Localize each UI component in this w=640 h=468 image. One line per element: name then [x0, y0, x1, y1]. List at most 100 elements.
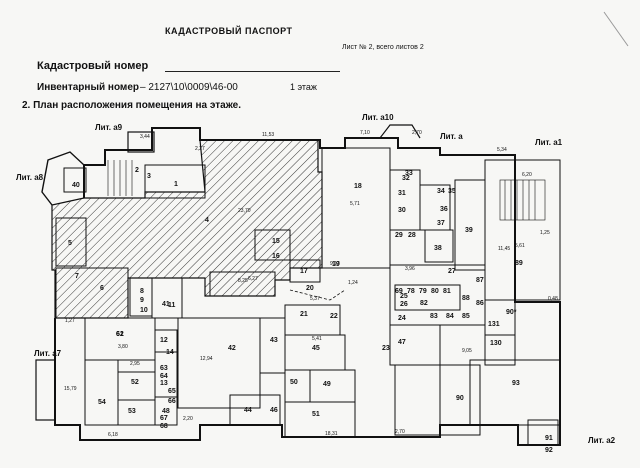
- room-number: 88: [462, 295, 470, 302]
- room-number: 32: [402, 175, 410, 182]
- dimension-label: 9,05: [462, 348, 472, 354]
- room-40-box: [63, 167, 87, 193]
- outer-wall: [54, 127, 561, 446]
- room-number: 93: [512, 380, 520, 387]
- dimension-label: 1,27: [65, 318, 75, 324]
- annex-label-a: Лит. а: [440, 132, 463, 141]
- dashed-boundary: [289, 289, 346, 301]
- room-number: 2: [135, 167, 139, 174]
- room-number: 51: [312, 411, 320, 418]
- room-number: 40: [72, 182, 80, 189]
- cadastral-number-label: Кадастровый номер: [37, 60, 149, 72]
- room-number: 3: [147, 173, 151, 180]
- room-number: 30: [398, 207, 406, 214]
- hatched-area: [51, 139, 323, 319]
- room-number: 15: [272, 238, 280, 245]
- room-number: 34: [437, 188, 445, 195]
- dimension-label: 2,20: [183, 416, 193, 422]
- dimension-label: 2,95: [130, 361, 140, 367]
- room-number: 25: [400, 293, 408, 300]
- room-number: 41: [162, 301, 170, 308]
- room-number: 17: [300, 268, 308, 275]
- room-number: 52: [131, 379, 139, 386]
- dimension-label: 11,45: [498, 246, 510, 252]
- room-number: 80: [431, 288, 439, 295]
- annex-label-a7: Лит. а7: [34, 349, 62, 358]
- room-number: 79: [419, 288, 427, 295]
- room-number: 61: [116, 331, 124, 338]
- dimension-label: 12,94: [200, 356, 213, 362]
- room-number: 29: [395, 232, 403, 239]
- room-number: 78: [407, 288, 415, 295]
- room-number: 89: [515, 260, 523, 267]
- annex-label-a9: Лит. а9: [95, 123, 123, 132]
- section-heading: 2. План расположения помещения на этаже.: [22, 100, 241, 111]
- room-number: 54: [98, 399, 106, 406]
- cadastral-number-line: [165, 71, 340, 72]
- room-number: 53: [128, 408, 136, 415]
- room-1-box: [144, 164, 206, 199]
- room-number: 62: [116, 331, 124, 338]
- room-number: 90: [456, 395, 464, 402]
- annex-label-a8: Лит. а8: [16, 173, 44, 182]
- room-number: 87: [476, 277, 484, 284]
- room-number: 46: [270, 407, 278, 414]
- room-number: 68: [160, 423, 168, 430]
- room-number: 66: [168, 398, 176, 405]
- room-number: 8: [140, 288, 144, 295]
- room-number: 12: [160, 337, 168, 344]
- room-number: 14: [166, 349, 174, 356]
- room-number: 37: [437, 220, 445, 227]
- dimension-label: 1,24: [348, 280, 358, 286]
- room-number: 45: [312, 345, 320, 352]
- dimension-label: 23,70: [238, 208, 251, 214]
- page-corner-mark-icon: [603, 11, 629, 47]
- room-number: 67: [160, 415, 168, 422]
- room-number: 48: [162, 408, 170, 415]
- room-number: 21: [300, 311, 308, 318]
- room-number: 131: [488, 321, 500, 328]
- room-number: 28: [408, 232, 416, 239]
- dimension-label: 0,48: [548, 296, 558, 302]
- document-title: КАДАСТРОВЫЙ ПАСПОРТ: [165, 26, 293, 36]
- dimension-label: 7,10: [360, 130, 370, 136]
- room-number: 91: [545, 435, 553, 442]
- annex-label-a1: Лит. а1: [535, 138, 563, 147]
- room-number: 84: [446, 313, 454, 320]
- room-number: 39: [465, 227, 473, 234]
- room-number: 38: [434, 245, 442, 252]
- dimension-label: 3,44: [140, 134, 150, 140]
- room-number: 18: [354, 183, 362, 190]
- room-number: 50: [290, 379, 298, 386]
- dimension-label: 5,34: [497, 147, 507, 153]
- room-number: 65: [168, 388, 176, 395]
- sheet-number: Лист № 2, всего листов 2: [342, 44, 424, 51]
- dimension-label: 6,27: [248, 276, 258, 282]
- room-number: 92: [545, 447, 553, 454]
- room-number: 130: [490, 340, 502, 347]
- room-number: 33: [405, 170, 413, 177]
- floor-label: 1 этаж: [290, 82, 317, 92]
- room-number: 23: [382, 345, 390, 352]
- dimension-label: 5,61: [515, 243, 525, 249]
- room-number: 49: [323, 381, 331, 388]
- annex-a10: [379, 124, 421, 139]
- dimension-label: 5,71: [350, 201, 360, 207]
- dimension-label: 2,70: [412, 130, 422, 136]
- room-number: 16: [272, 253, 280, 260]
- room-number: 11: [168, 302, 176, 309]
- room-number: 22: [330, 313, 338, 320]
- dimension-label: 2,70: [395, 429, 405, 435]
- dimension-label: 2,27: [195, 146, 205, 152]
- dimension-label: 11,53: [262, 132, 274, 138]
- annex-label-a10: Лит. а10: [362, 113, 394, 122]
- room-number: 47: [398, 339, 406, 346]
- room-number: 83: [430, 313, 438, 320]
- dimension-label: 1,25: [540, 230, 550, 236]
- interior-partitions-right: [321, 147, 561, 446]
- inventory-number-label: Инвентарный номер: [37, 82, 140, 93]
- room-number: 5: [68, 240, 72, 247]
- annex-a8: [41, 151, 85, 206]
- room-number: 20: [306, 285, 314, 292]
